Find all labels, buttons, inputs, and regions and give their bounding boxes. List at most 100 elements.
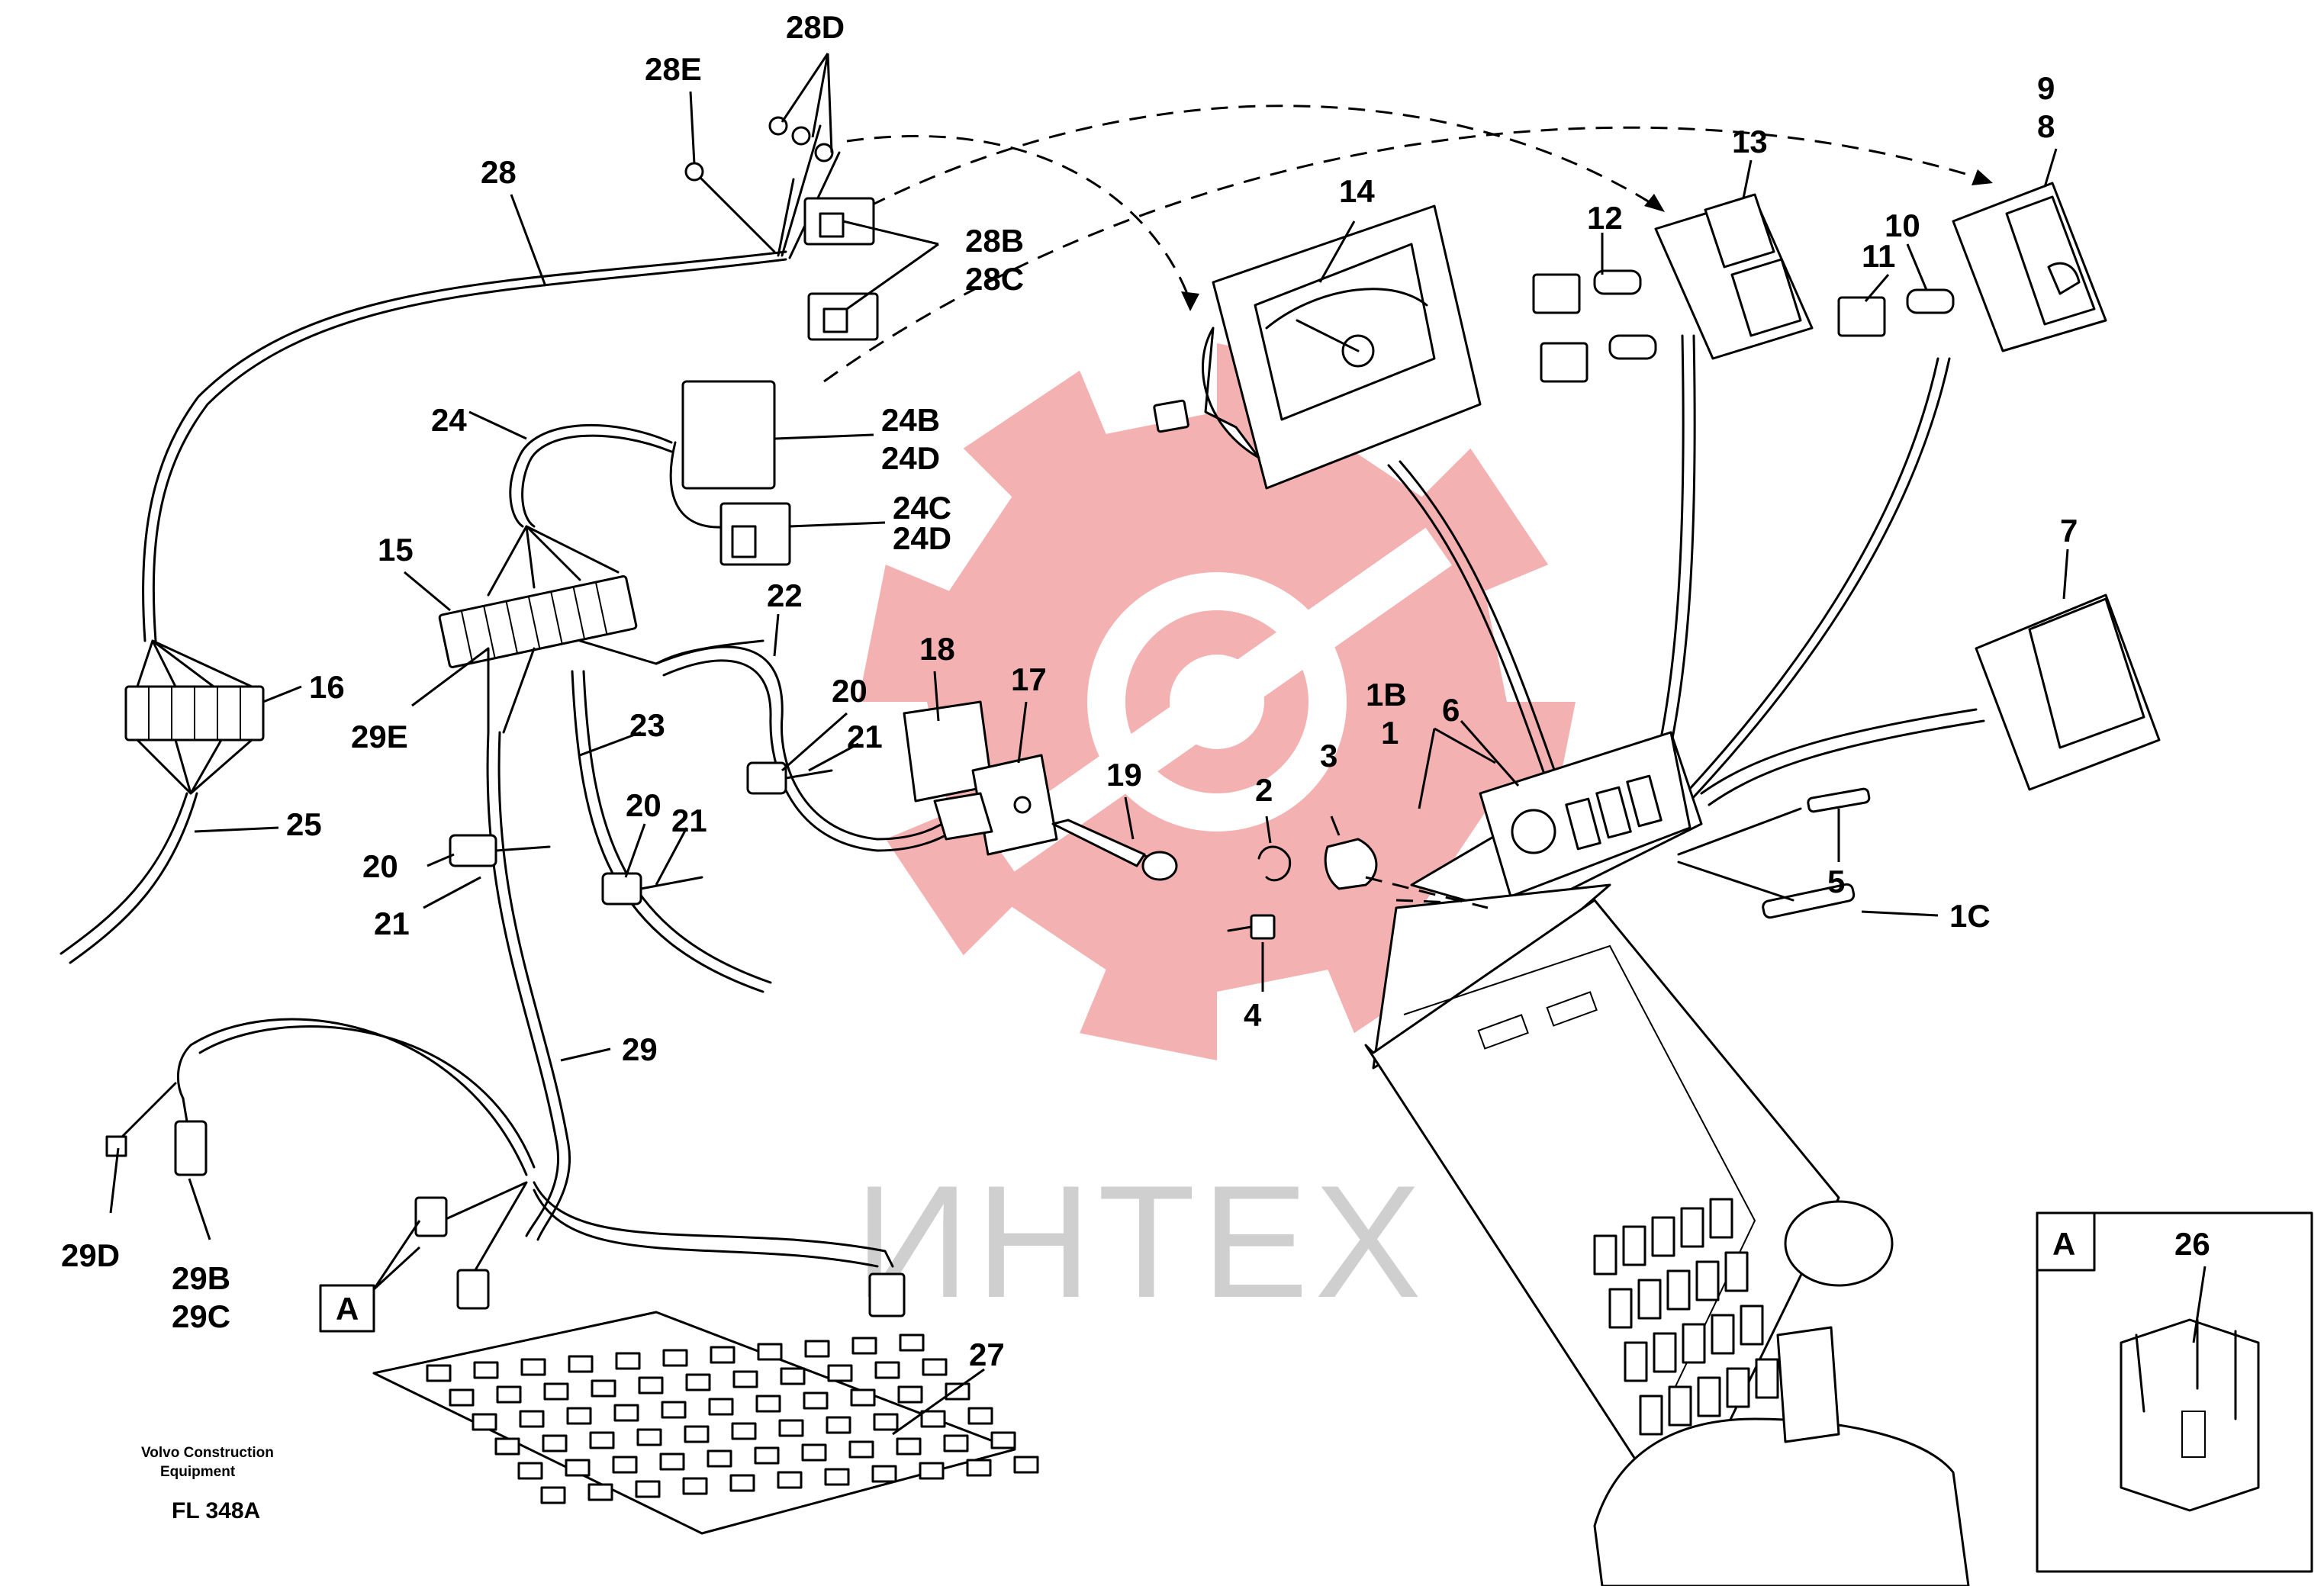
pcb-component — [804, 1340, 830, 1358]
bulb-holders-12 — [1532, 269, 1657, 383]
pcb-component — [871, 1465, 897, 1483]
pcb-component — [922, 1358, 948, 1376]
pcb-component — [708, 1398, 734, 1416]
label-28C: 28C — [965, 261, 1024, 297]
label-28: 28 — [481, 154, 517, 190]
label-7: 7 — [2060, 513, 2078, 549]
pcb-component — [613, 1404, 639, 1422]
parts-small — [1227, 787, 1871, 940]
routing-arrows — [823, 105, 1993, 906]
console-key — [1755, 1358, 1779, 1399]
pcb-component — [494, 1437, 520, 1456]
console-key — [1697, 1376, 1721, 1417]
pcb-component — [520, 1358, 546, 1376]
pcb-component — [589, 1431, 615, 1449]
pcb-component — [682, 1477, 708, 1495]
pcb-component — [731, 1422, 757, 1440]
pcb-component — [591, 1379, 616, 1398]
indicator-13 — [1646, 193, 1814, 795]
watermark-gear-logo — [858, 343, 1576, 1060]
label-4: 4 — [1244, 997, 1262, 1033]
console-key — [1724, 1251, 1749, 1292]
console-key — [1682, 1323, 1706, 1364]
detail-box-a — [2036, 1211, 2313, 1573]
pcb-component — [824, 1468, 850, 1486]
console-key — [1637, 1279, 1662, 1320]
label-24B: 24B — [881, 402, 940, 438]
terminal-block-16 — [60, 639, 265, 964]
pcb-component — [801, 1443, 827, 1462]
label-6: 6 — [1442, 692, 1460, 728]
label-24D-bottom: 24D — [893, 520, 951, 556]
pcb-component — [635, 1480, 661, 1498]
pcb-component — [826, 1416, 851, 1434]
label-26: 26 — [2174, 1226, 2210, 1262]
label-20-b: 20 — [626, 787, 661, 823]
footer-company-line1: Volvo Construction — [141, 1445, 274, 1461]
pcb-component — [777, 1471, 803, 1489]
pcb-component — [919, 1462, 945, 1480]
console-key — [1651, 1216, 1675, 1257]
clip-20-21 — [449, 761, 833, 906]
label-22: 22 — [767, 577, 803, 613]
console-key — [1608, 1288, 1633, 1329]
label-17: 17 — [1011, 661, 1047, 697]
pcb-component — [426, 1364, 452, 1382]
console-key — [1666, 1269, 1691, 1311]
label-11: 11 — [1862, 238, 1895, 274]
console-key — [1726, 1367, 1750, 1408]
label-1B: 1B — [1366, 677, 1407, 713]
dashboard-console — [1364, 731, 1970, 1586]
pcb-component — [659, 1452, 685, 1471]
pcb-component — [517, 1462, 543, 1480]
pcb-component — [850, 1388, 876, 1407]
pcb-component — [778, 1419, 804, 1437]
label-A: A — [336, 1291, 359, 1327]
pcb-component — [943, 1434, 969, 1452]
label-21-a: 21 — [847, 719, 883, 754]
label-28E: 28E — [645, 51, 702, 87]
pcb-component — [920, 1410, 946, 1428]
pcb-component — [566, 1407, 592, 1425]
label-29E: 29E — [351, 719, 408, 754]
footer: Volvo Construction Equipment FL 348A — [141, 1445, 274, 1523]
footer-drawing-ref: FL 348A — [172, 1498, 260, 1523]
label-29D: 29D — [61, 1237, 120, 1273]
pcb-component — [684, 1425, 710, 1443]
callout-labels: 28D 28E 28 28B 28C 24 24B 24D 24C 24D 15… — [61, 9, 2210, 1372]
label-27: 27 — [969, 1337, 1005, 1372]
console-key — [1709, 1198, 1733, 1239]
label-20-a: 20 — [832, 673, 867, 709]
console-key — [1639, 1395, 1663, 1436]
pcb-component — [966, 1459, 992, 1477]
console-key — [1593, 1234, 1617, 1276]
pcb-component — [568, 1355, 594, 1373]
label-16: 16 — [309, 669, 345, 705]
footer-company-line2: Equipment — [160, 1464, 236, 1480]
pcb-component — [661, 1401, 687, 1419]
console-key — [1711, 1314, 1735, 1355]
label-13: 13 — [1732, 124, 1768, 159]
pcb-component — [710, 1346, 736, 1364]
pcb-component — [780, 1367, 806, 1385]
label-3: 3 — [1320, 738, 1337, 774]
label-24D-top: 24D — [881, 440, 940, 476]
label-15: 15 — [378, 532, 414, 568]
label-28B: 28B — [965, 223, 1024, 259]
label-20-c: 20 — [362, 848, 398, 884]
pcb-component — [873, 1413, 899, 1431]
label-25: 25 — [286, 806, 322, 842]
detail-box-tag: A — [2052, 1226, 2075, 1262]
label-10: 10 — [1885, 207, 1920, 243]
relay-assembly — [903, 700, 1178, 881]
pcb-component — [967, 1407, 993, 1425]
pcb-component — [707, 1449, 732, 1468]
label-29B: 29B — [172, 1260, 230, 1296]
label-8: 8 — [2037, 108, 2055, 144]
pcb-component — [542, 1434, 568, 1452]
label-24: 24 — [431, 402, 467, 438]
pcb-component — [638, 1376, 664, 1395]
console-key — [1653, 1332, 1677, 1373]
console-key — [1695, 1260, 1720, 1301]
pcb-component — [540, 1486, 566, 1504]
